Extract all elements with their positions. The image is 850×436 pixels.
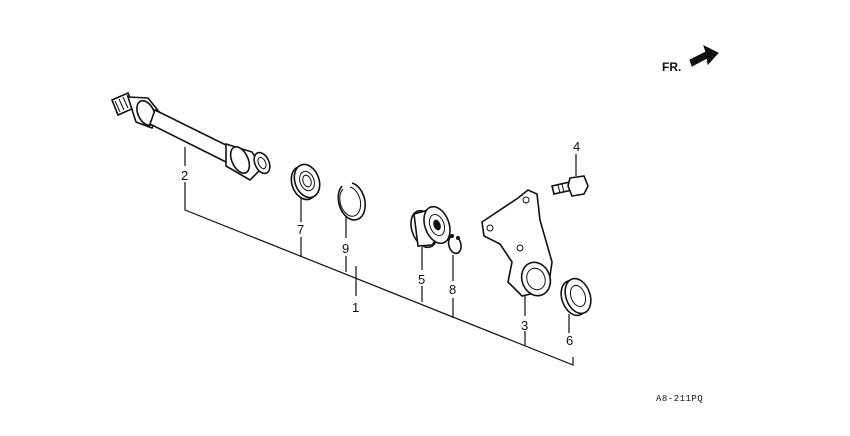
diagram-code: A8-211PQ [656, 394, 703, 404]
callout-3: 3 [521, 318, 528, 333]
circlip-part [447, 234, 462, 255]
snap-ring-part [337, 182, 367, 221]
callout-9: 9 [342, 241, 349, 256]
callout-4: 4 [573, 139, 580, 154]
front-direction-label: FR. [662, 60, 681, 74]
ball-bearing-part [410, 205, 451, 249]
callout-labels: 1 2 3 4 5 6 7 8 9 [181, 139, 580, 348]
callout-8: 8 [449, 282, 456, 297]
callout-1: 1 [352, 300, 359, 315]
bearing-support-part [481, 189, 553, 297]
oil-seal-outer-part [560, 277, 592, 317]
callout-6: 6 [566, 333, 573, 348]
driveshaft-part [110, 91, 271, 182]
part-leaders [184, 147, 577, 333]
front-arrow-icon [689, 45, 719, 67]
assembly-bracket [184, 182, 574, 366]
oil-seal-inner-part [290, 163, 321, 201]
bolt-part [551, 175, 589, 197]
front-direction-indicator: FR. [662, 45, 719, 74]
callout-5: 5 [418, 272, 425, 287]
callout-7: 7 [297, 222, 304, 237]
callout-2: 2 [181, 168, 188, 183]
